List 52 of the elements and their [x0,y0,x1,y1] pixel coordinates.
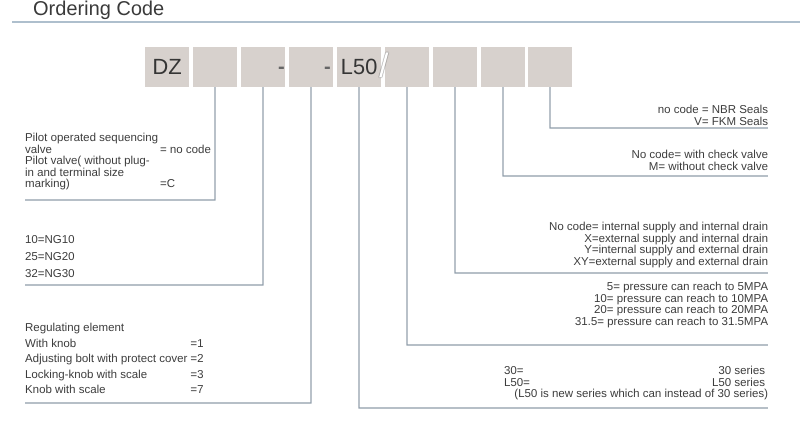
option-line: No code= internal supply and internal drain [549,222,768,234]
option-code: = no code [160,144,211,156]
code-segment [481,47,525,87]
leader-line [25,87,264,286]
separator-mark: - [278,56,285,78]
code-segment: DZ [145,47,189,87]
option-line: X=external supply and internal drain [584,234,768,244]
code-segment [433,47,477,87]
leader-line [358,87,768,409]
option-line: V= FKM Seals [694,116,768,128]
option-code: =3 [190,368,204,382]
size-option: 25=NG20 [25,249,75,266]
leader-line [25,87,312,404]
series-name: L50 series [712,378,766,388]
option-description: Pilot operated sequencing valve [25,133,158,156]
leader-line [454,87,768,274]
separator-mark: - [324,56,331,78]
series-name: 30 series [718,366,766,378]
leader-line [25,87,216,201]
separator-mark: / [379,47,388,85]
option-line: M= without check valve [648,162,768,173]
series-note: (L50 is new series which can instead of 30 series) [514,389,768,400]
option-description: With knob [25,336,78,352]
option-code: L50= [503,378,530,388]
size-option: 10=NG10 [25,232,75,249]
section-heading: Regulating element [25,321,126,336]
option-line: XY=external supply and external drain [573,256,768,268]
option-description: Knob with scale [25,383,107,398]
option-line: 20= pressure can reach to 20MPA [594,305,768,316]
option-line: Y=internal supply and external drain [584,245,768,256]
code-segment [193,47,237,87]
option-line: 31.5= pressure can reach to 31.5MPA [574,316,768,328]
size-option: 32=NG30 [25,266,75,283]
option-line: 5= pressure can reach to 5MPA [606,282,768,294]
option-line: 10= pressure can reach to 10MPA [594,294,768,304]
option-code: =7 [190,383,204,398]
option-description: Locking-knob with scale [25,368,148,382]
option-code: 30= [503,366,524,378]
code-segment [528,47,572,87]
title: Ordering Code [33,0,164,20]
option-code: =1 [190,336,204,352]
code-segment [241,47,285,87]
option-code: =2 [190,352,204,367]
leader-line [502,87,768,177]
leader-line [549,87,768,129]
leader-line [406,87,768,346]
option-line: no code = NBR Seals [658,105,768,116]
option-code: =C [160,179,176,190]
code-segment [289,47,333,87]
option-description: Pilot valve( without plug-in and terminal size marking) [25,156,151,190]
option-description: Adjusting bolt with protect cover [25,352,188,367]
option-line: No code= with check valve [632,150,768,162]
